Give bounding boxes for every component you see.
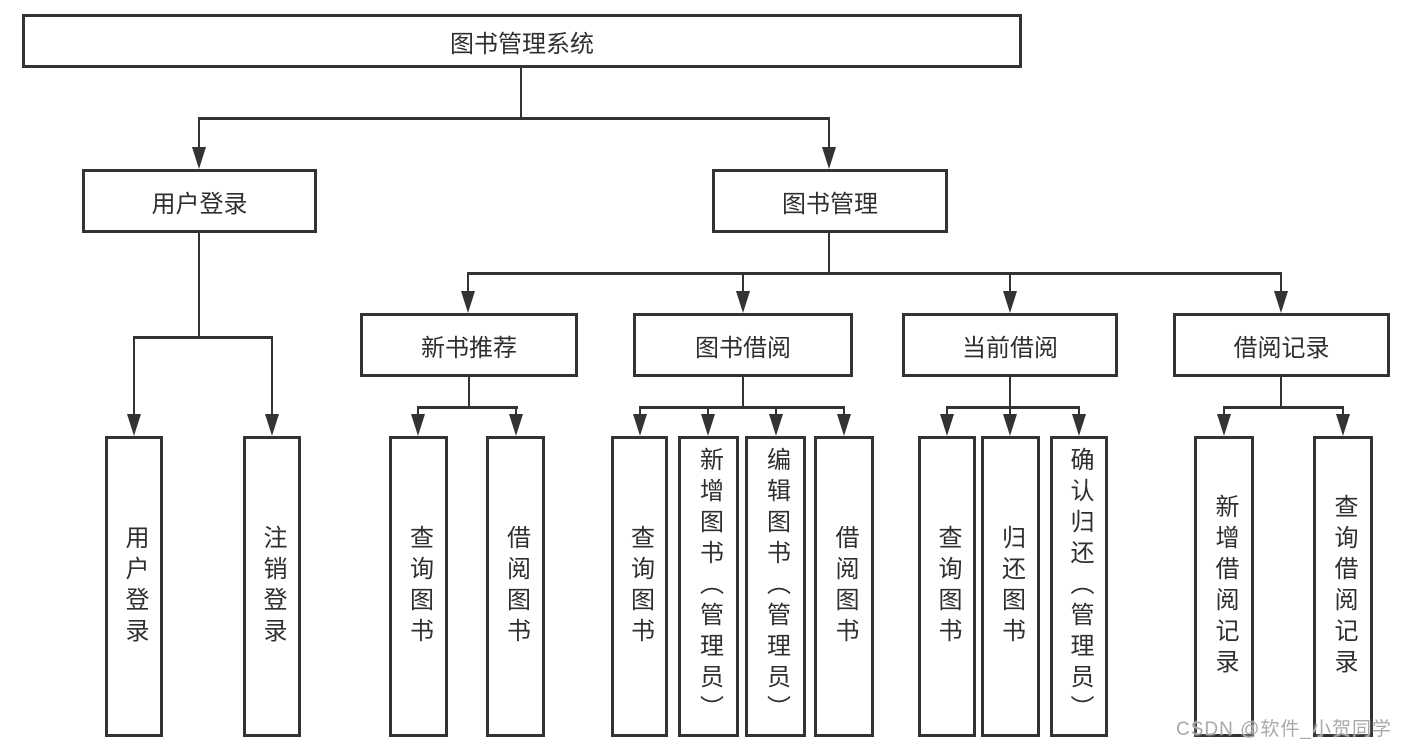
connector-line: [945, 406, 949, 417]
connector-line: [416, 406, 420, 417]
connector-arrow: [192, 147, 206, 169]
connector-line: [519, 68, 523, 120]
connector-line: [1008, 272, 1012, 294]
connector-line: [638, 406, 846, 409]
node-label: 确认归还（管理员）: [1066, 447, 1093, 726]
connector-arrow: [1217, 414, 1231, 436]
connector-line: [1279, 377, 1283, 408]
connector-arrow: [127, 414, 141, 436]
connector-arrow: [1274, 291, 1288, 313]
connector-line: [1222, 406, 1226, 417]
connector-line: [197, 117, 831, 120]
connector-line: [1341, 406, 1345, 417]
leaf-return-books: 归还图书: [981, 436, 1040, 737]
connector-line: [1279, 272, 1283, 294]
node-label: 新增图书（管理员）: [695, 447, 723, 726]
node-book-borrowing: 图书借阅: [633, 313, 853, 377]
leaf-query-books-borrowing: 查询图书: [611, 436, 668, 737]
connector-line: [741, 377, 745, 408]
connector-line: [1008, 377, 1012, 408]
connector-arrow: [940, 414, 954, 436]
leaf-borrow-books-recommend: 借阅图书: [486, 436, 545, 737]
connector-arrow: [633, 414, 647, 436]
connector-line: [197, 117, 201, 150]
node-label: 编辑图书（管理员）: [762, 447, 790, 726]
leaf-logout-login: 注销登录: [243, 436, 301, 737]
connector-arrow: [736, 291, 750, 313]
connector-line: [1222, 406, 1345, 409]
connector-line: [466, 272, 1283, 275]
leaf-query-books-recommend: 查询图书: [389, 436, 448, 737]
connector-arrow: [1003, 414, 1017, 436]
leaf-edit-books-admin: 编辑图书（管理员）: [745, 436, 806, 737]
node-library-management-system: 图书管理系统: [22, 14, 1022, 68]
node-label: 查询图书: [405, 524, 433, 649]
connector-line: [416, 406, 519, 409]
connector-arrow: [265, 414, 279, 436]
node-label: 新增借阅记录: [1211, 493, 1238, 680]
node-label: 查询借阅记录: [1330, 493, 1357, 680]
connector-line: [842, 406, 846, 417]
connector-arrow: [837, 414, 851, 436]
connector-line: [132, 336, 274, 339]
connector-line: [466, 272, 470, 294]
leaf-add-books-admin: 新增图书（管理员）: [678, 436, 739, 737]
connector-arrow: [701, 414, 715, 436]
connector-arrow: [509, 414, 523, 436]
leaf-add-borrow-record: 新增借阅记录: [1194, 436, 1254, 737]
connector-line: [197, 233, 201, 338]
connector-line: [945, 406, 1081, 409]
node-user-login: 用户登录: [82, 169, 317, 233]
connector-line: [774, 406, 778, 417]
leaf-confirm-return-admin: 确认归还（管理员）: [1050, 436, 1108, 737]
node-label: 借阅图书: [502, 524, 530, 649]
connector-arrow: [1072, 414, 1086, 436]
node-book-management: 图书管理: [712, 169, 948, 233]
connector-arrow: [822, 147, 836, 169]
watermark-text: CSDN @软件_小贺同学: [1176, 719, 1392, 740]
node-label: 借阅图书: [831, 524, 858, 649]
connector-arrow: [1336, 414, 1350, 436]
leaf-query-borrow-record: 查询借阅记录: [1313, 436, 1373, 737]
node-current-borrowing: 当前借阅: [902, 313, 1118, 377]
node-new-book-recommendation: 新书推荐: [360, 313, 578, 377]
connector-line: [1008, 406, 1012, 417]
connector-line: [827, 233, 831, 274]
connector-line: [638, 406, 642, 417]
connector-arrow: [1003, 291, 1017, 313]
connector-line: [827, 117, 831, 150]
connector-line: [706, 406, 710, 417]
connector-line: [1077, 406, 1081, 417]
leaf-user-login: 用户登录: [105, 436, 163, 737]
node-label: 查询图书: [626, 524, 654, 649]
connector-arrow: [769, 414, 783, 436]
node-label: 查询图书: [934, 524, 961, 649]
connector-line: [514, 406, 518, 417]
connector-arrow: [411, 414, 425, 436]
connector-arrow: [461, 291, 475, 313]
connector-line: [270, 336, 274, 417]
leaf-borrow-books-borrowing: 借阅图书: [814, 436, 874, 737]
leaf-query-books-current: 查询图书: [918, 436, 976, 737]
node-label: 注销登录: [259, 524, 286, 649]
connector-line: [132, 336, 136, 417]
connector-line: [741, 272, 745, 294]
connector-line: [467, 377, 471, 408]
node-borrowing-records: 借阅记录: [1173, 313, 1390, 377]
node-label: 归还图书: [997, 524, 1025, 649]
node-label: 用户登录: [121, 524, 148, 649]
